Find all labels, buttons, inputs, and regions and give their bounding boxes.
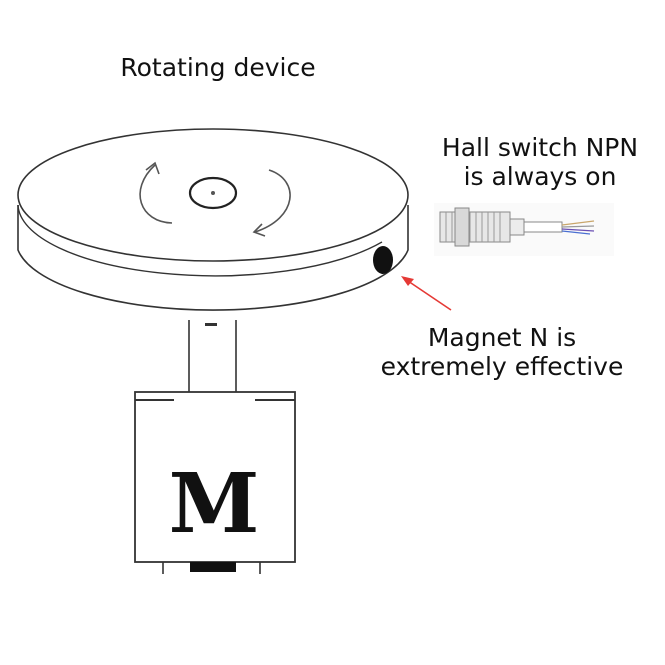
hall-sensor <box>434 203 614 256</box>
rotating-disc <box>17 128 409 311</box>
magnet <box>373 246 393 274</box>
hall-switch-label-line-1: Hall switch NPN <box>441 133 639 162</box>
diagram-title: Rotating device <box>120 53 316 82</box>
motor-label: M <box>169 456 260 552</box>
magnet-label-line-2: extremely effective <box>380 352 624 381</box>
rotation-arrow-icon <box>252 169 291 237</box>
motor: M <box>134 391 296 574</box>
motor-shaft <box>188 320 237 392</box>
pointer-arrow-icon <box>401 276 452 311</box>
hall-switch-label: Hall switch NPN is always on <box>420 133 660 191</box>
rotation-arrow-icon <box>139 161 173 224</box>
hall-switch-label-line-2: is always on <box>463 162 617 191</box>
magnet-label-line-1: Magnet N is <box>427 323 577 352</box>
center-hub-icon <box>188 176 238 210</box>
magnet-label: Magnet N is extremely effective <box>362 323 642 381</box>
